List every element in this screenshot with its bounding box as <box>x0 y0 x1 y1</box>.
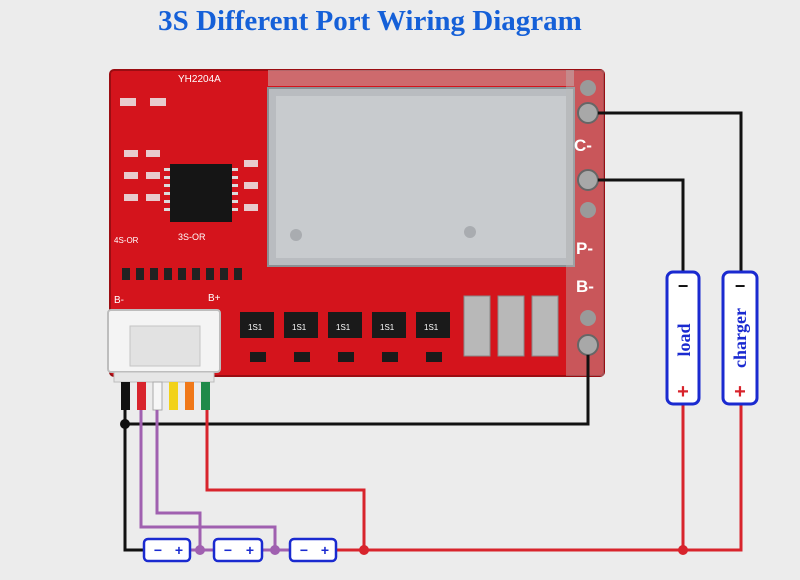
wire-balance-2 <box>139 410 277 550</box>
charger-plus-sign: + <box>734 381 746 403</box>
wire-balance-positive <box>205 410 366 550</box>
svg-text:−: − <box>224 542 232 558</box>
charger-minus-sign: − <box>735 276 746 296</box>
mosfet-mark: 1S1 <box>292 323 307 332</box>
svg-text:+: + <box>246 542 254 558</box>
silk-b-plus: B+ <box>208 293 221 304</box>
load-minus-sign: − <box>678 276 689 296</box>
silk-4s-or: 4S-OR <box>114 236 139 245</box>
wire-positive-bus <box>336 402 743 552</box>
balance-connector <box>107 309 221 411</box>
mosfet-mark: 1S1 <box>424 323 439 332</box>
mosfet-row: 1S1 1S1 1S1 1S1 1S1 <box>240 312 450 362</box>
port-pads <box>577 80 599 356</box>
battery-cell: − + <box>212 537 264 563</box>
charger-block: − + charger <box>721 270 759 406</box>
port-label-p-minus: P- <box>576 239 593 258</box>
wire-yellow <box>169 382 178 410</box>
load-label: load <box>674 323 694 356</box>
smd-components <box>120 98 258 211</box>
wire-b-minus-bus <box>125 355 590 426</box>
port-label-b-minus: B- <box>576 277 594 296</box>
wire-white <box>152 381 163 411</box>
junctions <box>120 419 688 555</box>
wire-p-minus-to-load <box>598 178 685 275</box>
wire-green <box>201 382 210 410</box>
wire-orange <box>185 382 194 410</box>
shunt-resistors <box>463 295 559 357</box>
svg-text:+: + <box>321 542 329 558</box>
wiring <box>123 111 743 552</box>
mosfet-mark: 1S1 <box>336 323 351 332</box>
svg-text:−: − <box>300 542 308 558</box>
silk-3s-or: 3S-OR <box>178 232 206 242</box>
diagram-title: 3S Different Port Wiring Diagram <box>158 5 582 37</box>
bms-ic-chip <box>170 164 232 222</box>
board-model-label: YH2204A <box>178 74 221 85</box>
wire-battery-negative <box>123 410 146 552</box>
battery-cell: − + <box>142 537 192 563</box>
load-plus-sign: + <box>677 381 689 403</box>
battery-cell: − + <box>288 537 338 563</box>
wire-balance-1 <box>155 410 202 550</box>
wire-c-minus-to-charger <box>598 111 743 275</box>
bms-board: YH2204A <box>109 69 605 377</box>
port-label-c-minus: C- <box>574 136 592 155</box>
wire-red <box>137 382 146 410</box>
charger-label: charger <box>730 308 750 368</box>
load-block: − + load <box>665 270 701 406</box>
silk-b-minus: B- <box>114 295 124 306</box>
wire-black <box>121 382 130 410</box>
svg-text:−: − <box>154 542 162 558</box>
mosfet-mark: 1S1 <box>248 323 263 332</box>
svg-text:+: + <box>175 542 183 558</box>
mosfet-mark: 1S1 <box>380 323 395 332</box>
